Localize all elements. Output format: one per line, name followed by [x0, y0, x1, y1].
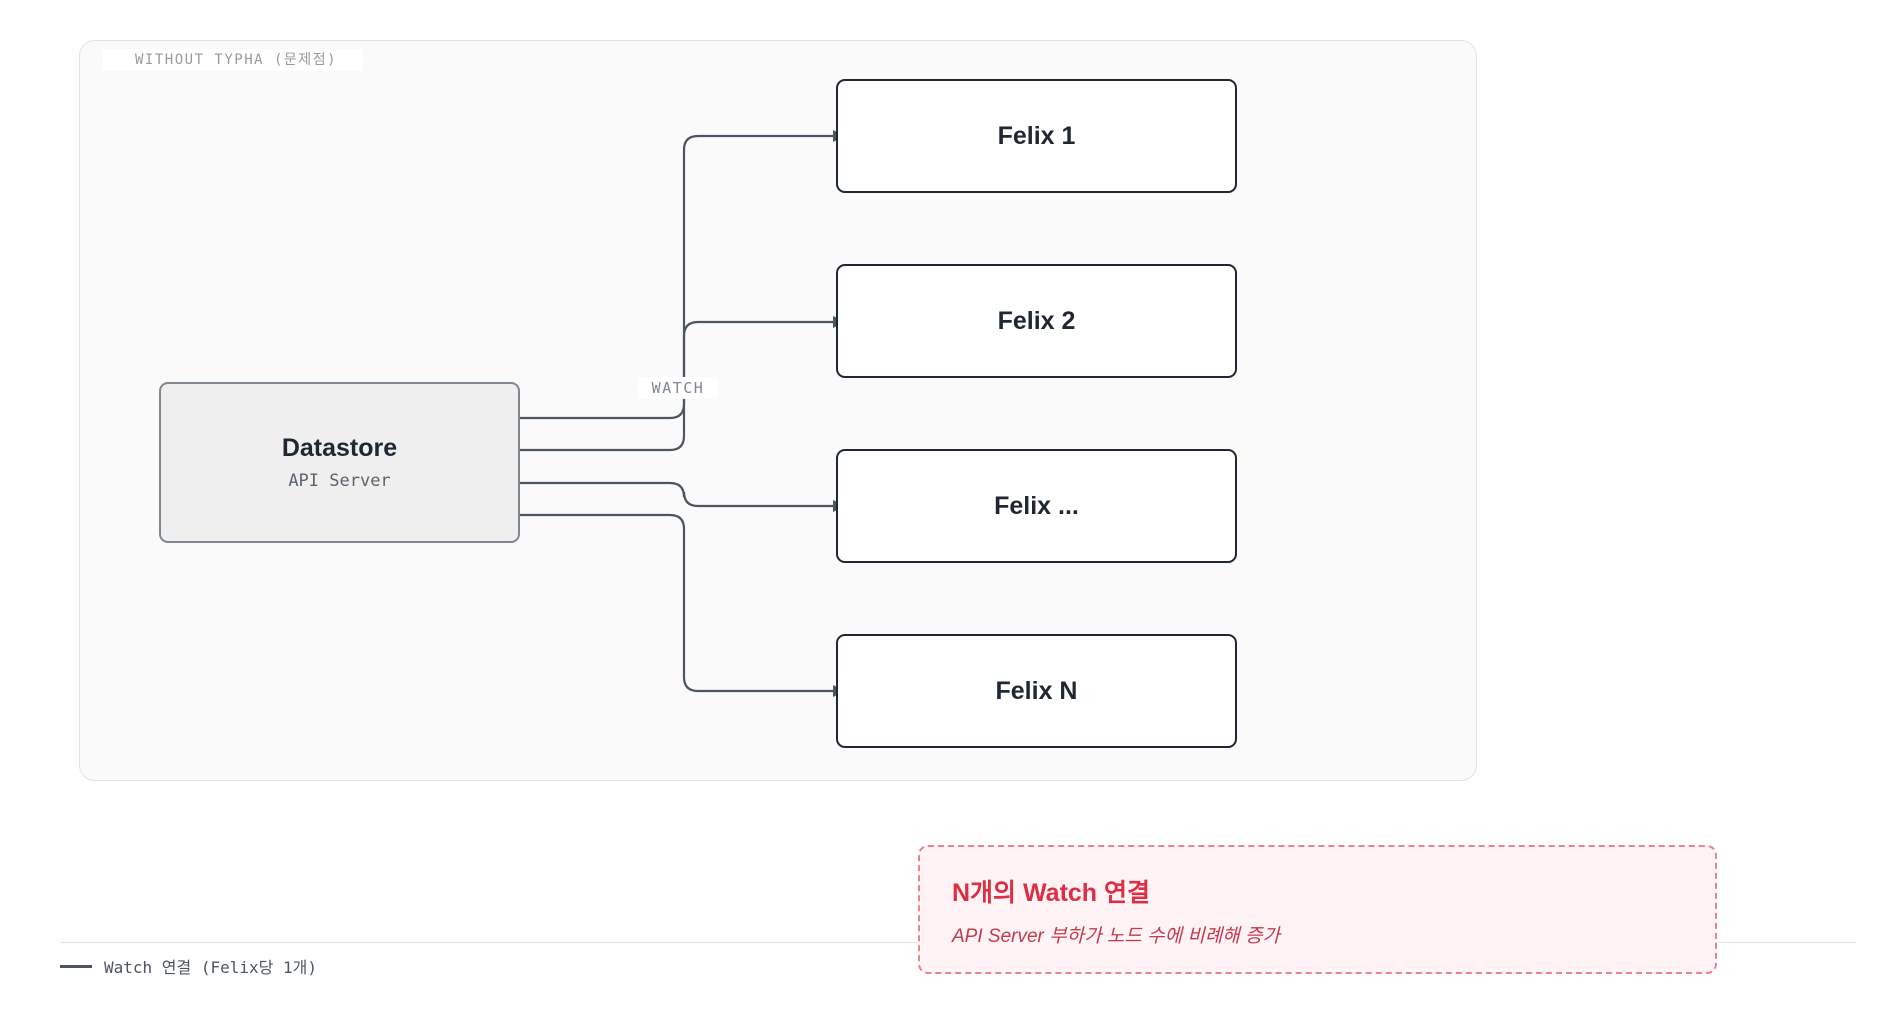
edge-felix-n — [520, 513, 845, 697]
legend-line-swatch — [60, 964, 92, 968]
callout-title: N개의 Watch 연결 — [952, 879, 1151, 907]
datastore-title: Datastore — [281, 434, 398, 462]
felix-node-label: Felix N — [995, 676, 1078, 705]
felix-node-1: Felix 1 — [836, 79, 1237, 193]
problem-callout: N개의 Watch 연결 API Server 부하가 노드 수에 비례해 증가 — [918, 845, 1717, 974]
felix-node-label: Felix 2 — [997, 306, 1076, 335]
felix-node-etc: Felix ... — [836, 449, 1237, 563]
felix-node-label: Felix ... — [994, 491, 1079, 520]
edge-felix-1 — [520, 130, 845, 420]
felix-node-n: Felix N — [836, 634, 1237, 748]
watch-edge-label: WATCH — [638, 377, 718, 399]
datastore-node: Datastore API Server — [159, 382, 520, 543]
datastore-subtitle: API Server — [288, 471, 391, 491]
felix-node-label: Felix 1 — [997, 121, 1076, 150]
felix-node-2: Felix 2 — [836, 264, 1237, 378]
legend-label: Watch 연결 (Felix당 1개) — [104, 958, 318, 977]
group-label: WITHOUT TYPHA (문제점) — [103, 49, 363, 71]
legend: Watch 연결 (Felix당 1개) — [60, 955, 317, 977]
callout-subtitle: API Server 부하가 노드 수에 비례해 증가 — [952, 926, 1281, 947]
edge-felix-etc — [520, 481, 845, 512]
